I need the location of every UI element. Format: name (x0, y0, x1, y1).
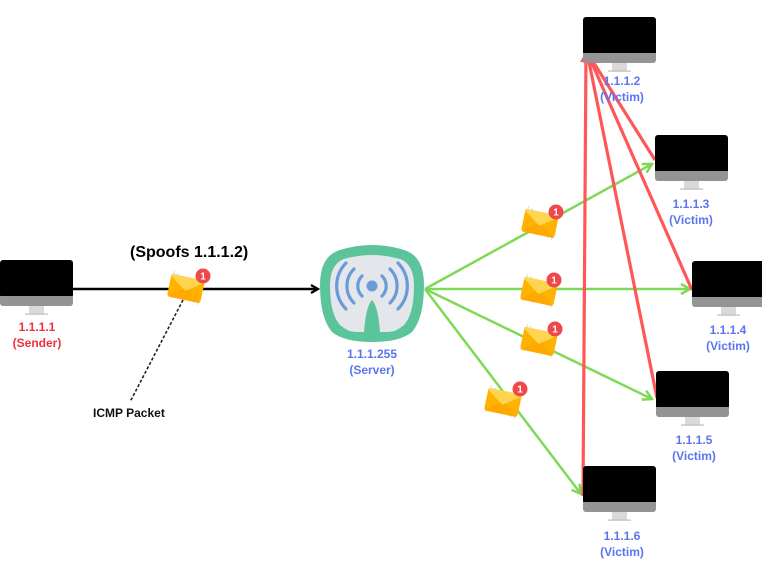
notification-badge (548, 204, 564, 220)
packet-envelope-icon: 1 (483, 381, 528, 420)
icmp-packet-label: ICMP Packet (93, 406, 165, 420)
victim-computer-icon-1-1-1-3 (655, 135, 728, 190)
reply-arrow-from-1-1-1-4 (585, 51, 694, 291)
packet-envelope-icon: 1 (520, 204, 564, 241)
victim-ip-label: 1.1.1.4 (709, 323, 747, 337)
packet-envelope-icon: 1 (519, 321, 563, 359)
victim-ip-label: 1.1.1.2 (603, 74, 641, 88)
svg-text:1: 1 (551, 276, 557, 287)
victim-computer-icon-1-1-1-4 (692, 261, 762, 316)
packet-envelope-icon: 1 (519, 272, 562, 309)
svg-text:1: 1 (517, 385, 523, 396)
victim-computer-icon-1-1-1-5 (656, 371, 729, 426)
reply-arrow-from-1-1-1-3 (585, 51, 657, 161)
victim-ip-label: 1.1.1.5 (675, 433, 713, 447)
spoof-annotation: (Spoofs 1.1.1.2) (130, 244, 249, 261)
victim-role-label: (Victim) (672, 449, 716, 463)
notification-badge (546, 272, 562, 288)
svg-text:1: 1 (553, 208, 559, 219)
reply-arrow-from-1-1-1-6 (579, 51, 592, 497)
sender-ip-label: 1.1.1.1 (18, 320, 56, 334)
victim-ip-label: 1.1.1.3 (672, 197, 710, 211)
packet-pointer-line (129, 299, 184, 403)
packet-envelope-icon: 1 (166, 268, 211, 306)
reply-arrow-from-1-1-1-5 (583, 51, 659, 399)
server-wifi-router-icon (320, 245, 424, 342)
notification-badge (547, 321, 563, 337)
victim-role-label: (Victim) (669, 213, 713, 227)
server-role-label: (Server) (349, 363, 395, 377)
notification-badge (195, 268, 211, 284)
notification-badge (512, 381, 528, 397)
victim-role-label: (Victim) (706, 339, 750, 353)
victim-role-label: (Victim) (600, 90, 644, 104)
victim-role-label: (Victim) (600, 545, 644, 559)
victim-computer-icon-1-1-1-6 (583, 466, 656, 521)
svg-text:1: 1 (552, 325, 558, 336)
sender-role-label: (Sender) (12, 336, 62, 350)
sender-computer-icon (0, 260, 73, 315)
victim-ip-label: 1.1.1.6 (603, 529, 641, 543)
svg-text:1: 1 (200, 272, 206, 283)
server-ip-label: 1.1.1.255 (346, 347, 398, 361)
